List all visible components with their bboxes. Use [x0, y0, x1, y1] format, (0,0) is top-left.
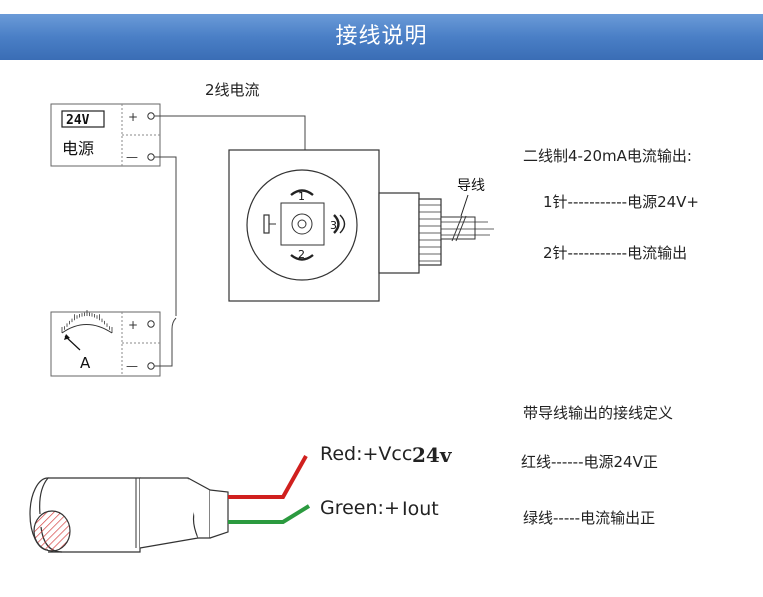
- red-wire-value: 24v: [412, 443, 453, 467]
- pin2-definition: 2针-----------电流输出: [543, 244, 688, 262]
- pin3-contact: [333, 214, 340, 234]
- ground-contact: [263, 214, 270, 234]
- meter-minus-sign: —: [126, 359, 138, 373]
- red-wire-label: Red:+Vcc: [320, 443, 412, 465]
- meter-plus-sign: +: [128, 318, 138, 332]
- green-wire-label: Green:+: [320, 497, 400, 519]
- red-wire: [228, 455, 308, 499]
- pin1-definition: 1针-----------电源24V+: [543, 193, 699, 211]
- connector-plug: 1 2 3: [228, 149, 494, 302]
- power-minus-sign: —: [126, 150, 138, 164]
- meter-minus-terminal: [147, 362, 155, 370]
- pin1-contact: [290, 189, 314, 196]
- power-minus-terminal: [147, 153, 155, 161]
- wire-meter-minus-to-power-minus: [154, 329, 173, 367]
- power-label: 电源: [62, 139, 94, 158]
- red-wire-definition: 红线------电源24V正: [521, 453, 658, 471]
- pin3-number: 3: [330, 219, 337, 232]
- power-plus-sign: +: [128, 110, 138, 124]
- header-banner: 接线说明: [0, 14, 763, 60]
- two-wire-heading: 二线制4-20mA电流输出:: [523, 147, 692, 165]
- ammeter-box: A + —: [50, 310, 161, 377]
- wire-meter-plus-to-pin2: [154, 156, 177, 316]
- green-wire-definition: 绿线-----电流输出正: [523, 509, 656, 527]
- page-title: 接线说明: [335, 24, 428, 49]
- diagram-title: 2线电流: [205, 81, 260, 99]
- cable-gland-nut: [418, 198, 442, 266]
- meter-plus-terminal: [147, 320, 155, 328]
- pin1-number: 1: [298, 190, 305, 203]
- lead-label: 导线: [457, 178, 485, 194]
- lead-output-heading: 带导线输出的接线定义: [523, 404, 674, 422]
- power-plus-terminal: [147, 112, 155, 120]
- pin2-contact: [290, 254, 314, 261]
- meter-scale: [61, 310, 113, 351]
- lead-cable: [29, 477, 229, 553]
- meter-label: A: [80, 354, 91, 372]
- voltage-display: [61, 110, 105, 128]
- lead-pointer: [460, 194, 469, 217]
- green-wire-value: Iout: [402, 498, 439, 520]
- voltage-display-text: 24V: [66, 113, 90, 128]
- green-wire: [228, 504, 311, 524]
- power-supply-box: 24V 电源 + —: [50, 103, 161, 167]
- pin2-number: 2: [298, 248, 305, 261]
- cable-cross-section: [33, 510, 71, 552]
